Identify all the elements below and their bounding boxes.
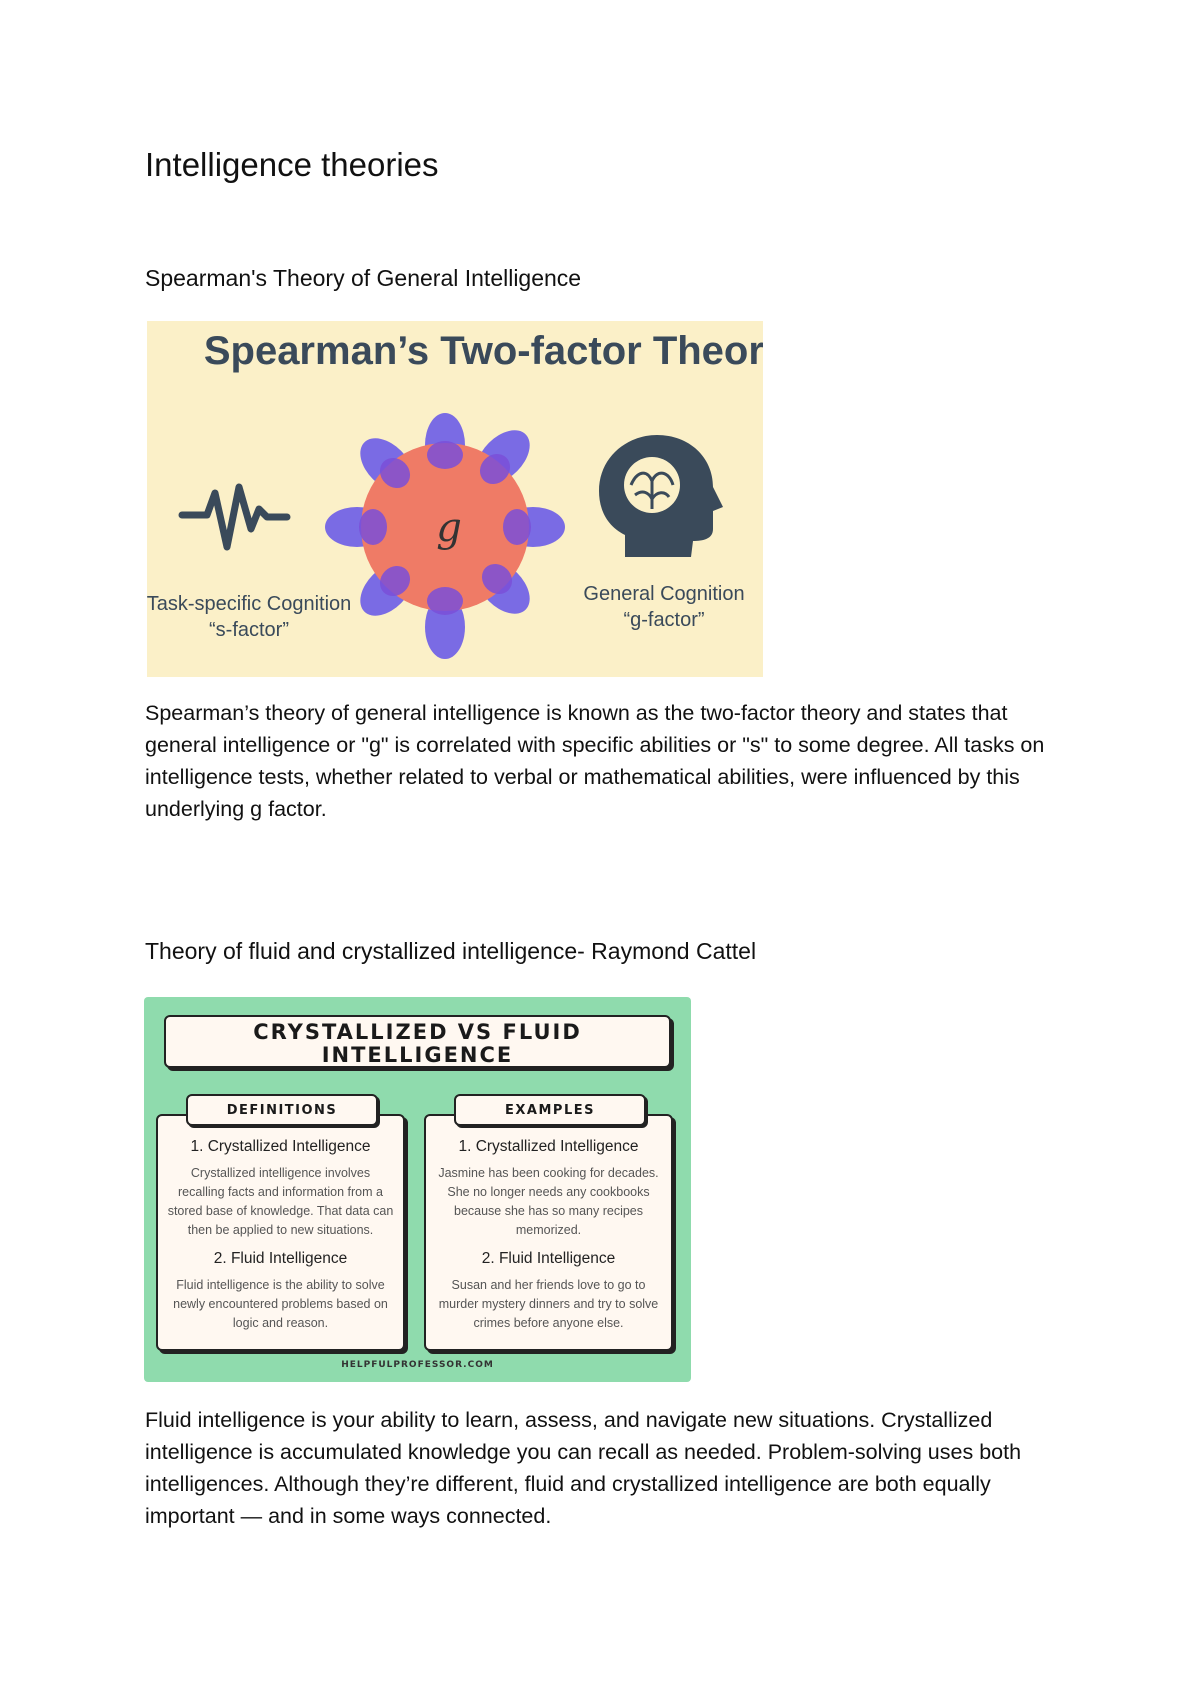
definitions-panel: 1. Crystallized Intelligence Crystallize… bbox=[156, 1114, 405, 1351]
definition-title-1: 1. Crystallized Intelligence bbox=[190, 1138, 371, 1155]
brain-head-icon bbox=[599, 435, 723, 557]
petal-overlaps bbox=[359, 441, 531, 615]
page-title: Intelligence theories bbox=[145, 146, 439, 183]
spearman-paragraph: Spearman’s theory of general intelligenc… bbox=[145, 701, 1045, 821]
g-factor-label-line1: General Cognition bbox=[583, 583, 744, 605]
banner-line1: CRYSTALLIZED VS FLUID bbox=[253, 1020, 582, 1044]
examples-panel: 1. Crystallized Intelligence Jasmine has… bbox=[424, 1114, 673, 1351]
spearman-figure: Spearman’s Two-factor Theory g bbox=[147, 321, 763, 677]
figure-footer: HELPFULPROFESSOR.COM bbox=[341, 1360, 494, 1370]
s-factor-label-line2: “s-factor” bbox=[209, 619, 289, 641]
figure-title: Spearman’s Two-factor Theory bbox=[204, 329, 763, 373]
banner-line2: INTELLIGENCE bbox=[321, 1043, 514, 1067]
example-text-2: Susan and her friends love to go to murd… bbox=[438, 1278, 659, 1330]
section-heading-spearman: Spearman's Theory of General Intelligenc… bbox=[145, 265, 582, 291]
definition-title-2: 2. Fluid Intelligence bbox=[213, 1250, 348, 1267]
cattel-paragraph: Fluid intelligence is your ability to le… bbox=[145, 1408, 1022, 1528]
example-title-1: 1. Crystallized Intelligence bbox=[458, 1138, 639, 1155]
crystallized-fluid-figure: CRYSTALLIZED VS FLUID INTELLIGENCE DEFIN… bbox=[144, 997, 691, 1382]
spearman-diagram: Spearman’s Two-factor Theory g bbox=[147, 329, 763, 659]
example-title-2: 2. Fluid Intelligence bbox=[481, 1250, 616, 1267]
figure-banner: CRYSTALLIZED VS FLUID INTELLIGENCE bbox=[164, 1015, 671, 1068]
g-factor-label-line2: “g-factor” bbox=[623, 609, 704, 631]
examples-tab: EXAMPLES bbox=[454, 1094, 646, 1126]
pulse-icon bbox=[178, 483, 291, 551]
definition-text-2: Fluid intelligence is the ability to sol… bbox=[173, 1278, 388, 1330]
section-heading-cattel: Theory of fluid and crystallized intelli… bbox=[145, 938, 757, 964]
g-label: g bbox=[436, 505, 462, 551]
definition-text-1: Crystallized intelligence involves recal… bbox=[167, 1166, 394, 1237]
definitions-tab: DEFINITIONS bbox=[186, 1094, 378, 1126]
s-factor-label-line1: Task-specific Cognition bbox=[147, 593, 351, 615]
example-text-1: Jasmine has been cooking for decades. Sh… bbox=[438, 1166, 659, 1237]
